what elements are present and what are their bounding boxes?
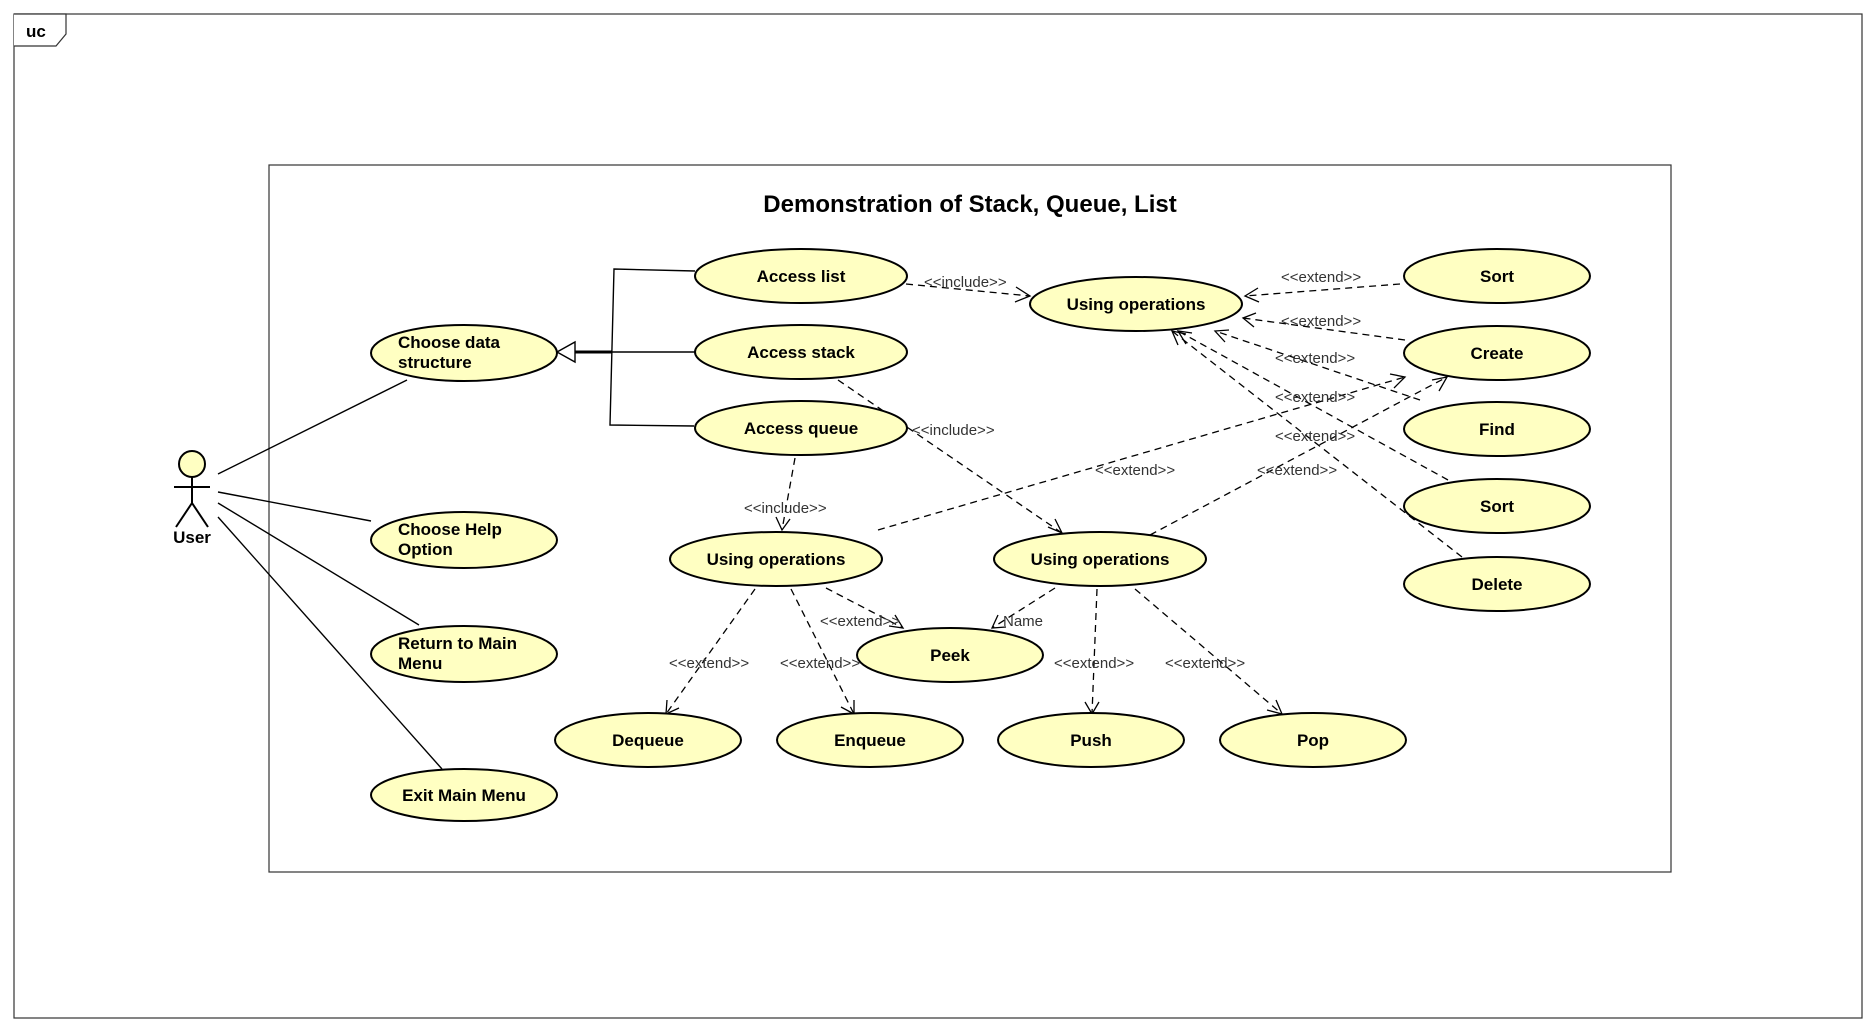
label-extend-delete: <<extend>> bbox=[1275, 428, 1355, 445]
uc-label: Access queue bbox=[744, 419, 858, 438]
uc-label: Sort bbox=[1480, 497, 1514, 516]
uc-label: Access stack bbox=[747, 343, 855, 362]
use-case-peek[interactable]: Peek bbox=[856, 627, 1044, 683]
uc-label: Dequeue bbox=[612, 731, 684, 750]
stack-peek-edge bbox=[990, 587, 1056, 629]
extend-stack-create-edge bbox=[1149, 376, 1449, 536]
system-title: Demonstration of Stack, Queue, List bbox=[763, 191, 1176, 218]
label-extend-queue-create: <<extend>> bbox=[1095, 462, 1175, 479]
extend-enqueue-edge bbox=[790, 588, 855, 716]
label-extend-pop: <<extend>> bbox=[1165, 655, 1245, 672]
uc-line: Choose Help bbox=[398, 520, 502, 539]
extend-sort1-edge bbox=[1243, 283, 1401, 303]
extend-create-edge bbox=[1241, 312, 1406, 341]
diagram-frame: uc bbox=[13, 13, 1863, 1019]
uc-label: Pop bbox=[1297, 731, 1329, 750]
uc-label: Using operations bbox=[1067, 295, 1206, 314]
uc-label: Delete bbox=[1471, 575, 1522, 594]
use-case-using-operations-stack[interactable]: Using operations bbox=[993, 531, 1207, 587]
use-case-using-operations-queue[interactable]: Using operations bbox=[669, 531, 883, 587]
use-case-sort-2[interactable]: Sort bbox=[1403, 478, 1591, 534]
system-boundary: Demonstration of Stack, Queue, List bbox=[268, 164, 1672, 873]
association-return bbox=[217, 502, 420, 626]
use-case-find[interactable]: Find bbox=[1403, 401, 1591, 457]
extend-pop-edge bbox=[1134, 588, 1284, 715]
uc-label: Push bbox=[1070, 731, 1112, 750]
uc-label: Find bbox=[1479, 420, 1515, 439]
label-extend-find: <<extend>> bbox=[1275, 350, 1355, 367]
label-extend-stack-create: <<extend>> bbox=[1257, 462, 1337, 479]
use-case-enqueue[interactable]: Enqueue bbox=[776, 712, 964, 768]
uc-label: Create bbox=[1471, 344, 1524, 363]
include-list-edge bbox=[905, 283, 1032, 303]
use-case-access-queue[interactable]: Access queue bbox=[694, 400, 908, 456]
uc-label: Peek bbox=[930, 646, 970, 665]
use-case-access-list[interactable]: Access list bbox=[694, 248, 908, 304]
label-stack-peek-name: Name bbox=[1003, 613, 1043, 630]
extend-delete-edge bbox=[1170, 330, 1463, 558]
actor-name: User bbox=[173, 528, 211, 547]
use-case-delete[interactable]: Delete bbox=[1403, 556, 1591, 612]
extend-dequeue-edge bbox=[665, 588, 756, 716]
uc-line: structure bbox=[398, 353, 472, 372]
extend-find-edge bbox=[1213, 329, 1421, 401]
uc-label: Sort bbox=[1480, 267, 1514, 286]
uc-line: Choose data bbox=[398, 333, 501, 352]
include-queue-edge bbox=[775, 457, 796, 532]
label-extend-push: <<extend>> bbox=[1054, 655, 1134, 672]
label-extend-sort2: <<extend>> bbox=[1275, 389, 1355, 406]
uc-line: Return to Main bbox=[398, 634, 517, 653]
use-case-access-stack[interactable]: Access stack bbox=[694, 324, 908, 380]
actor-user[interactable]: User bbox=[173, 450, 211, 547]
label-extend-queue-peek: <<extend>> bbox=[820, 613, 900, 630]
use-case-sort-1[interactable]: Sort bbox=[1403, 248, 1591, 304]
uc-label: Using operations bbox=[1031, 550, 1170, 569]
connectors bbox=[217, 268, 1463, 770]
use-case-push[interactable]: Push bbox=[997, 712, 1185, 768]
uc-line: Option bbox=[398, 540, 453, 559]
relationship-labels: <<include>> <<include>> <<include>> <<ex… bbox=[669, 269, 1361, 672]
use-case-pop[interactable]: Pop bbox=[1219, 712, 1407, 768]
label-extend-sort1: <<extend>> bbox=[1281, 269, 1361, 286]
extend-push-edge bbox=[1084, 588, 1100, 716]
extend-queue-peek-edge bbox=[825, 587, 905, 629]
generalization bbox=[555, 268, 696, 427]
label-extend-dequeue: <<extend>> bbox=[669, 655, 749, 672]
use-case-create[interactable]: Create bbox=[1403, 325, 1591, 381]
label-include-stack: <<include>> bbox=[912, 422, 995, 439]
label-extend-create: <<extend>> bbox=[1281, 313, 1361, 330]
uc-label: Exit Main Menu bbox=[402, 786, 526, 805]
include-stack-edge bbox=[837, 379, 1064, 535]
stick-figure-icon bbox=[174, 450, 210, 528]
use-case-dequeue[interactable]: Dequeue bbox=[554, 712, 742, 768]
association-exit bbox=[217, 516, 443, 770]
extend-queue-create-edge bbox=[877, 373, 1407, 531]
label-extend-enqueue: <<extend>> bbox=[780, 655, 860, 672]
label-include-list: <<include>> bbox=[924, 274, 1007, 291]
uc-label: Enqueue bbox=[834, 731, 906, 750]
association-choose-data bbox=[217, 379, 408, 475]
label-include-queue: <<include>> bbox=[744, 500, 827, 517]
uc-label: Using operations bbox=[707, 550, 846, 569]
uc-label: Access list bbox=[757, 267, 846, 286]
use-case-using-operations-list[interactable]: Using operations bbox=[1029, 276, 1243, 332]
association-help bbox=[217, 491, 372, 522]
use-case-exit-main-menu[interactable]: Exit Main Menu bbox=[370, 768, 558, 822]
uc-line: Menu bbox=[398, 654, 442, 673]
frame-tag: uc bbox=[26, 22, 46, 41]
